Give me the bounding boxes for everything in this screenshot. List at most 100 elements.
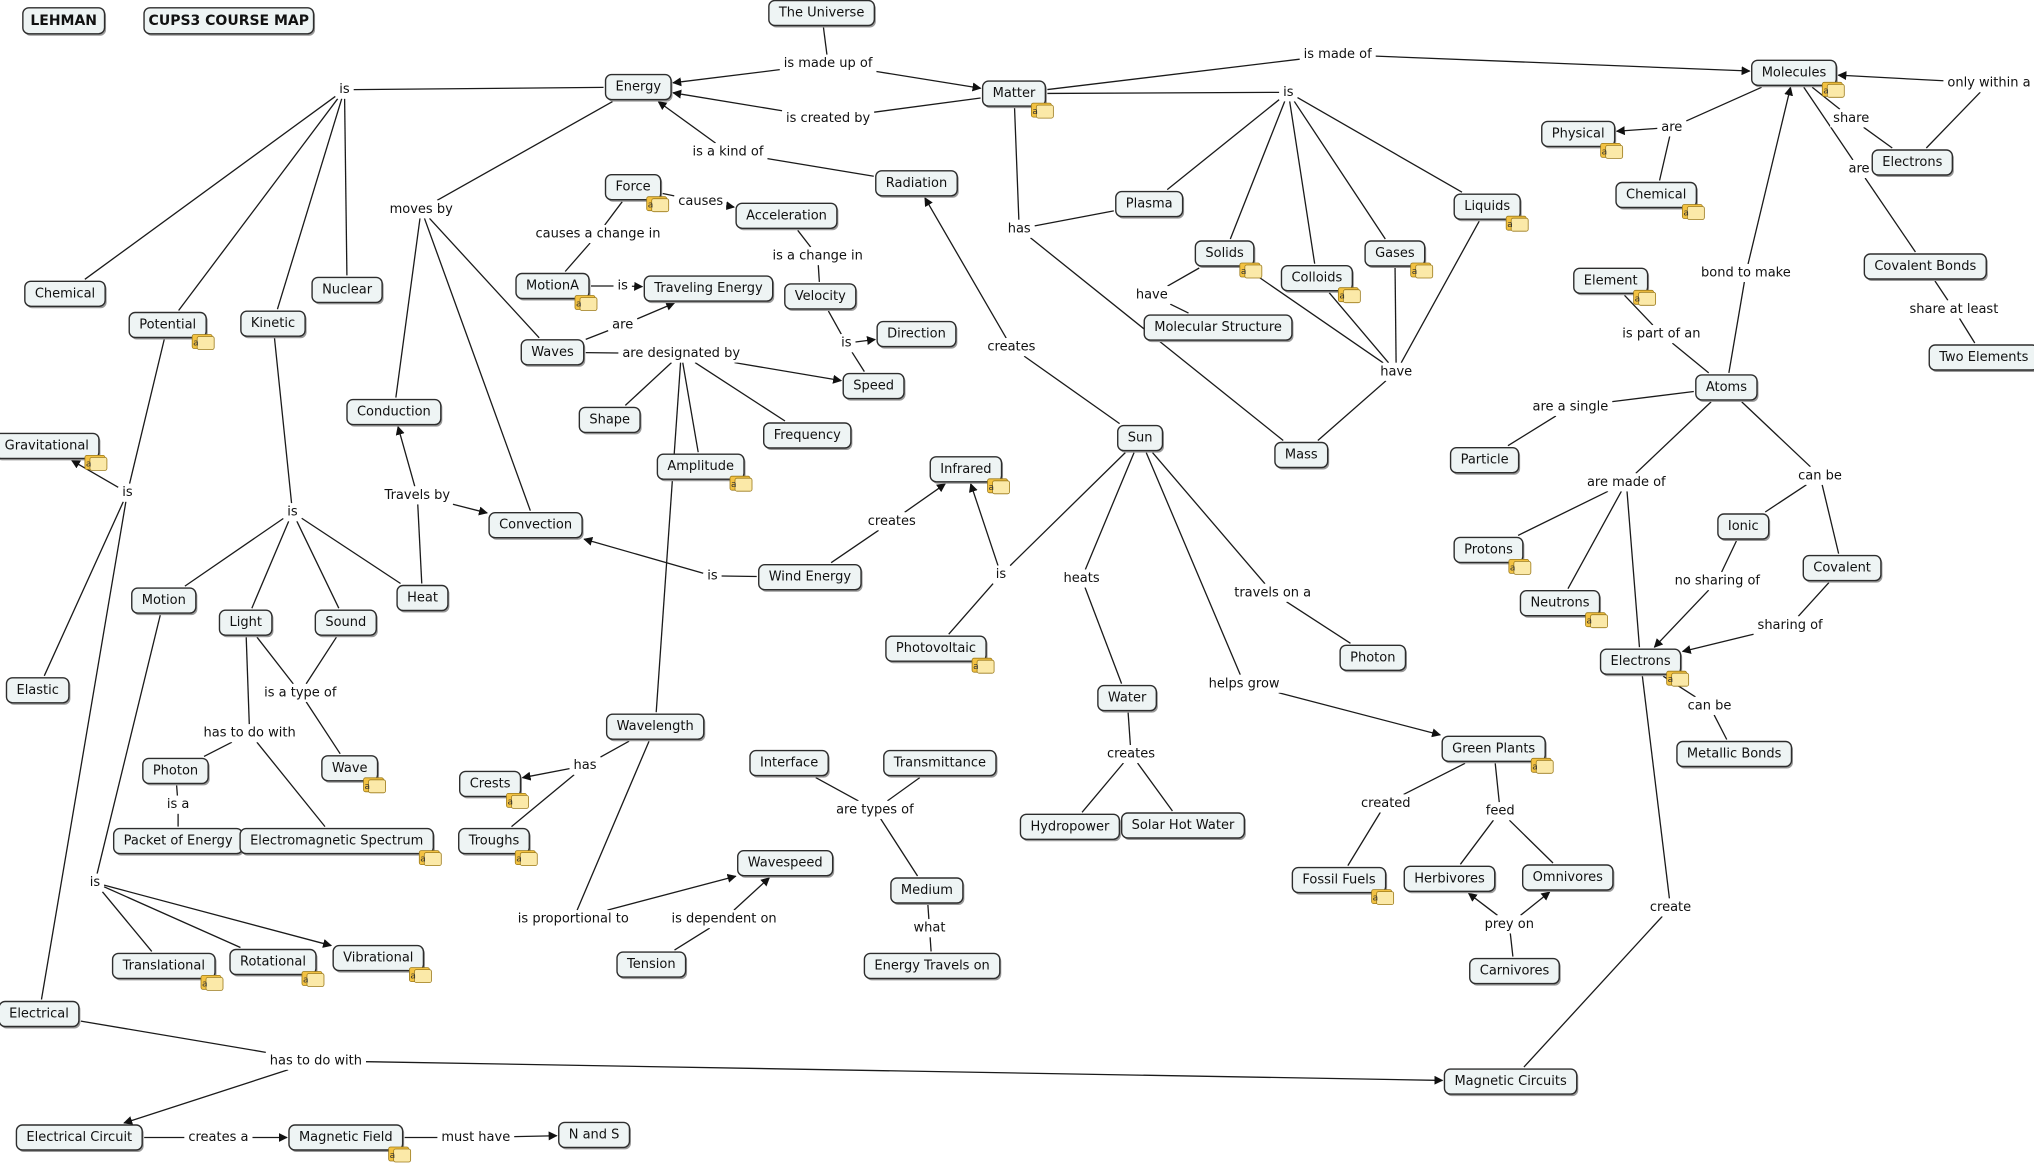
concept-vibrational[interactable]: Vibrational: [332, 944, 425, 973]
linked-resources-icon[interactable]: a: [646, 196, 670, 213]
concept-carnivores[interactable]: Carnivores: [1469, 957, 1561, 986]
concept-light[interactable]: Light: [218, 609, 274, 638]
concept-force[interactable]: Force: [604, 173, 663, 202]
concept-motiona[interactable]: MotionA: [515, 272, 591, 301]
concept-herbivores[interactable]: Herbivores: [1403, 865, 1497, 894]
concept-colloids[interactable]: Colloids: [1280, 265, 1354, 293]
concept-covalent-bonds[interactable]: Covalent Bonds: [1863, 253, 1988, 281]
linked-resources-icon[interactable]: a: [1371, 889, 1395, 905]
concept-amplitude[interactable]: Amplitude: [656, 453, 746, 482]
concept-transmittance[interactable]: Transmittance: [883, 749, 998, 778]
concept-n-and-s[interactable]: N and S: [558, 1121, 631, 1150]
concept-plasma[interactable]: Plasma: [1115, 190, 1185, 219]
linked-resources-icon[interactable]: a: [574, 295, 598, 311]
concept-photon-sun[interactable]: Photon: [1339, 644, 1407, 673]
concept-kinetic[interactable]: Kinetic: [240, 310, 307, 339]
concept-infrared[interactable]: Infrared: [929, 456, 1004, 484]
linked-resources-icon[interactable]: a: [1666, 670, 1690, 687]
linked-resources-icon[interactable]: a: [987, 478, 1010, 495]
linked-resources-icon[interactable]: a: [1633, 289, 1657, 306]
concept-mass[interactable]: Mass: [1274, 441, 1330, 470]
concept-traveling-energy[interactable]: Traveling Energy: [643, 275, 775, 304]
concept-gravitational[interactable]: Gravitational: [0, 432, 101, 461]
linked-resources-icon[interactable]: a: [84, 454, 108, 471]
linked-resources-icon[interactable]: a: [1239, 262, 1263, 279]
concept-speed[interactable]: Speed: [842, 372, 906, 401]
concept-element[interactable]: Element: [1573, 267, 1650, 296]
concept-hydropower[interactable]: Hydropower: [1019, 813, 1121, 842]
concept-energy[interactable]: Energy: [604, 73, 673, 102]
concept-two-elements[interactable]: Two Elements: [1928, 344, 2034, 372]
concept-convection[interactable]: Convection: [488, 512, 584, 540]
concept-wave[interactable]: Wave: [321, 755, 380, 783]
concept-nuclear[interactable]: Nuclear: [311, 276, 384, 305]
concept-acceleration[interactable]: Acceleration: [735, 202, 839, 231]
concept-green-plants[interactable]: Green Plants: [1441, 735, 1547, 764]
concept-sound[interactable]: Sound: [314, 609, 378, 638]
concept-conduction[interactable]: Conduction: [346, 398, 443, 427]
concept-frequency[interactable]: Frequency: [763, 422, 853, 450]
concept-em-spectrum[interactable]: Electromagnetic Spectrum: [239, 827, 435, 856]
concept-troughs[interactable]: Troughs: [458, 827, 531, 856]
concept-medium[interactable]: Medium: [890, 877, 965, 905]
linked-resources-icon[interactable]: a: [200, 975, 224, 991]
concept-gases[interactable]: Gases: [1364, 240, 1427, 268]
concept-covalent[interactable]: Covalent: [1802, 554, 1883, 583]
concept-magnetic-circuits[interactable]: Magnetic Circuits: [1443, 1068, 1579, 1097]
linked-resources-icon[interactable]: a: [1681, 204, 1705, 220]
concept-electrons[interactable]: Electrons: [1599, 648, 1683, 677]
concept-omnivores[interactable]: Omnivores: [1521, 864, 1615, 892]
concept-potential[interactable]: Potential: [128, 311, 208, 340]
concept-velocity[interactable]: Velocity: [784, 283, 858, 311]
linked-resources-icon[interactable]: a: [729, 475, 753, 492]
concept-crests[interactable]: Crests: [459, 770, 522, 799]
concept-water[interactable]: Water: [1097, 684, 1158, 713]
linked-resources-icon[interactable]: a: [363, 777, 386, 794]
concept-rotational[interactable]: Rotational: [229, 948, 318, 977]
linked-resources-icon[interactable]: a: [191, 334, 215, 350]
concept-atoms[interactable]: Atoms: [1695, 374, 1759, 402]
concept-wavespeed[interactable]: Wavespeed: [737, 850, 835, 878]
concept-radiation[interactable]: Radiation: [875, 170, 959, 198]
concept-electrical-circuit[interactable]: Electrical Circuit: [15, 1124, 144, 1152]
concept-photovoltaic[interactable]: Photovoltaic: [885, 635, 988, 664]
linked-resources-icon[interactable]: a: [971, 657, 995, 674]
concept-metallic-bonds[interactable]: Metallic Bonds: [1676, 740, 1793, 769]
concept-molecular-structure[interactable]: Molecular Structure: [1143, 314, 1294, 343]
concept-tension[interactable]: Tension: [616, 951, 688, 980]
linked-resources-icon[interactable]: a: [506, 793, 529, 809]
linked-resources-icon[interactable]: a: [1600, 142, 1624, 159]
linked-resources-icon[interactable]: a: [388, 1146, 412, 1163]
concept-electrical[interactable]: Electrical: [0, 1000, 81, 1029]
concept-ionic[interactable]: Ionic: [1717, 513, 1771, 541]
concept-cups3[interactable]: CUPS3 COURSE MAP: [143, 7, 316, 36]
concept-protons[interactable]: Protons: [1453, 536, 1525, 565]
linked-resources-icon[interactable]: a: [1508, 559, 1532, 575]
linked-resources-icon[interactable]: a: [1030, 102, 1054, 119]
concept-physical[interactable]: Physical: [1541, 120, 1617, 149]
concept-electrons-top[interactable]: Electrons: [1871, 149, 1954, 177]
concept-particle[interactable]: Particle: [1449, 447, 1521, 475]
concept-shape[interactable]: Shape: [578, 406, 642, 435]
linked-resources-icon[interactable]: a: [301, 971, 325, 987]
concept-packet[interactable]: Packet of Energy: [112, 827, 245, 856]
concept-chemical-mol[interactable]: Chemical: [1615, 181, 1698, 210]
linked-resources-icon[interactable]: a: [1337, 287, 1361, 304]
concept-fossil-fuels[interactable]: Fossil Fuels: [1291, 866, 1388, 895]
linked-resources-icon[interactable]: a: [1530, 757, 1554, 774]
concept-wavelength[interactable]: Wavelength: [605, 713, 706, 742]
concept-energy-travels-on[interactable]: Energy Travels on: [863, 952, 1002, 981]
concept-neutrons[interactable]: Neutrons: [1519, 590, 1602, 618]
linked-resources-icon[interactable]: a: [1410, 262, 1434, 279]
concept-waves[interactable]: Waves: [520, 339, 586, 367]
concept-lehman[interactable]: LEHMAN: [22, 7, 107, 36]
concept-solar-hot-water[interactable]: Solar Hot Water: [1120, 812, 1246, 840]
concept-wind-energy[interactable]: Wind Energy: [758, 564, 863, 592]
concept-matter[interactable]: Matter: [981, 80, 1047, 109]
concept-universe[interactable]: The Universe: [768, 0, 876, 28]
concept-direction[interactable]: Direction: [876, 320, 958, 349]
concept-photon[interactable]: Photon: [142, 757, 210, 786]
concept-solids[interactable]: Solids: [1194, 240, 1256, 268]
concept-chemical-e[interactable]: Chemical: [24, 280, 107, 309]
concept-translational[interactable]: Translational: [111, 952, 217, 981]
